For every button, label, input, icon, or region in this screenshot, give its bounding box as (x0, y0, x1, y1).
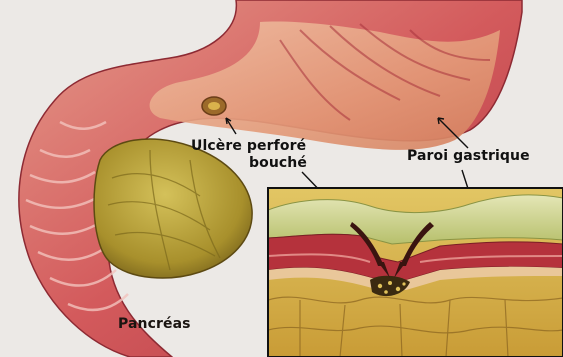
cross-section-inset (268, 188, 563, 357)
ulcer-label-line2: bouché (191, 155, 307, 172)
gastric-wall-label: Paroi gastrique (407, 148, 530, 165)
ulcer-label-line1: Ulcère perforé (191, 138, 306, 154)
ulcer-label: Ulcère perforé bouché (191, 138, 307, 172)
pancreas-label: Pancréas (118, 316, 191, 333)
